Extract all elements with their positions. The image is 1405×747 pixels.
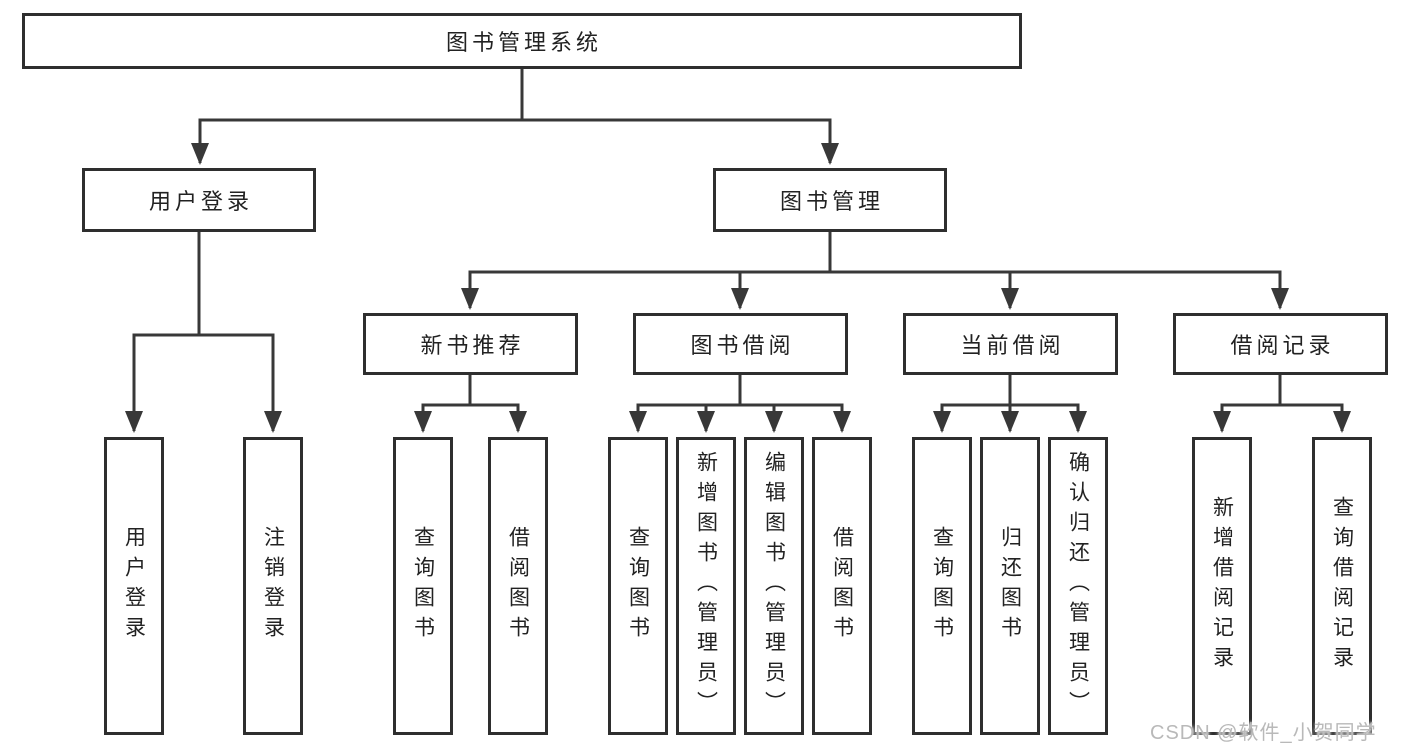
leaf-query-books-recommend: 查询图书 (393, 437, 453, 735)
leaf-label: 查询借阅记录 (1330, 496, 1354, 676)
leaf-add-book-admin: 新增图书（管理员） (676, 437, 736, 735)
node-library-management-system: 图书管理系统 (22, 13, 1022, 69)
node-current-borrowing: 当前借阅 (903, 313, 1118, 375)
watermark: CSDN @软件_小贺同学 (1150, 722, 1377, 744)
leaf-return-books: 归还图书 (980, 437, 1040, 735)
node-user-login: 用户登录 (82, 168, 316, 232)
leaf-label: 归还图书 (998, 526, 1022, 646)
leaf-label: 编辑图书（管理员） (762, 451, 786, 721)
leaf-borrow-books-borrow: 借阅图书 (812, 437, 872, 735)
leaf-query-books-current: 查询图书 (912, 437, 972, 735)
leaf-user-login: 用户登录 (104, 437, 164, 735)
node-new-book-recommendation: 新书推荐 (363, 313, 578, 375)
leaf-add-borrow-record: 新增借阅记录 (1192, 437, 1252, 735)
leaf-label: 用户登录 (122, 526, 146, 646)
leaf-label: 注销登录 (261, 526, 285, 646)
node-book-management: 图书管理 (713, 168, 947, 232)
leaf-borrow-books-recommend: 借阅图书 (488, 437, 548, 735)
leaf-logout-login: 注销登录 (243, 437, 303, 735)
leaf-label: 新增图书（管理员） (694, 451, 718, 721)
leaf-query-borrow-record: 查询借阅记录 (1312, 437, 1372, 735)
leaf-label: 新增借阅记录 (1210, 496, 1234, 676)
leaf-confirm-return-admin: 确认归还（管理员） (1048, 437, 1108, 735)
leaf-label: 查询图书 (626, 526, 650, 646)
leaf-label: 借阅图书 (506, 526, 530, 646)
leaf-label: 确认归还（管理员） (1066, 451, 1090, 721)
node-book-borrowing: 图书借阅 (633, 313, 848, 375)
leaf-label: 借阅图书 (830, 526, 854, 646)
leaf-query-books-borrow: 查询图书 (608, 437, 668, 735)
leaf-label: 查询图书 (930, 526, 954, 646)
leaf-label: 查询图书 (411, 526, 435, 646)
leaf-edit-book-admin: 编辑图书（管理员） (744, 437, 804, 735)
node-borrowing-records: 借阅记录 (1173, 313, 1388, 375)
